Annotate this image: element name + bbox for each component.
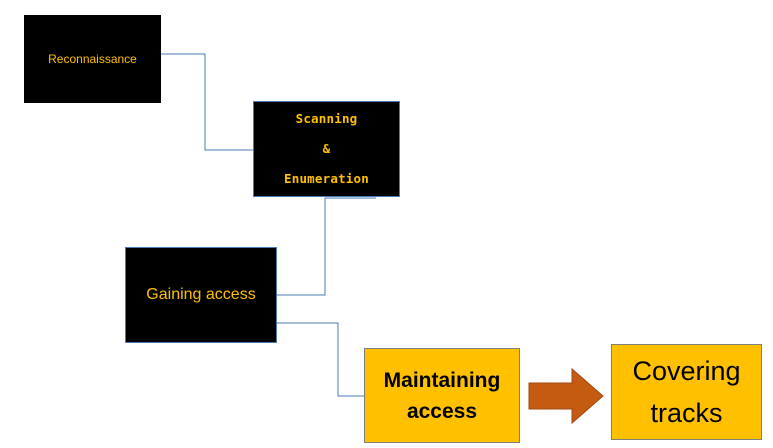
ampersand-label: & bbox=[322, 141, 331, 156]
connector-scan-to-gain bbox=[277, 197, 376, 296]
gaining-access-label: Gaining access bbox=[146, 286, 256, 303]
scanning-enumeration-box: Scanning & Enumeration bbox=[253, 101, 400, 197]
enumeration-label: Enumeration bbox=[284, 171, 369, 186]
tracks-label: tracks bbox=[650, 398, 723, 428]
right-arrow-icon bbox=[528, 367, 604, 425]
covering-label: Covering bbox=[632, 356, 741, 386]
access-label: access bbox=[406, 399, 478, 423]
covering-tracks-box: Covering tracks bbox=[611, 344, 762, 440]
reconnaissance-box: Reconnaissance bbox=[24, 15, 161, 103]
connector-gain-to-maint bbox=[277, 322, 364, 397]
scanning-label: Scanning bbox=[295, 111, 358, 126]
maintaining-access-box: Maintaining access bbox=[364, 348, 520, 443]
maintaining-label: Maintaining bbox=[383, 368, 501, 392]
connector-recon-to-scan bbox=[161, 53, 253, 151]
reconnaissance-label: Reconnaissance bbox=[48, 52, 137, 66]
gaining-access-box: Gaining access bbox=[125, 247, 277, 343]
